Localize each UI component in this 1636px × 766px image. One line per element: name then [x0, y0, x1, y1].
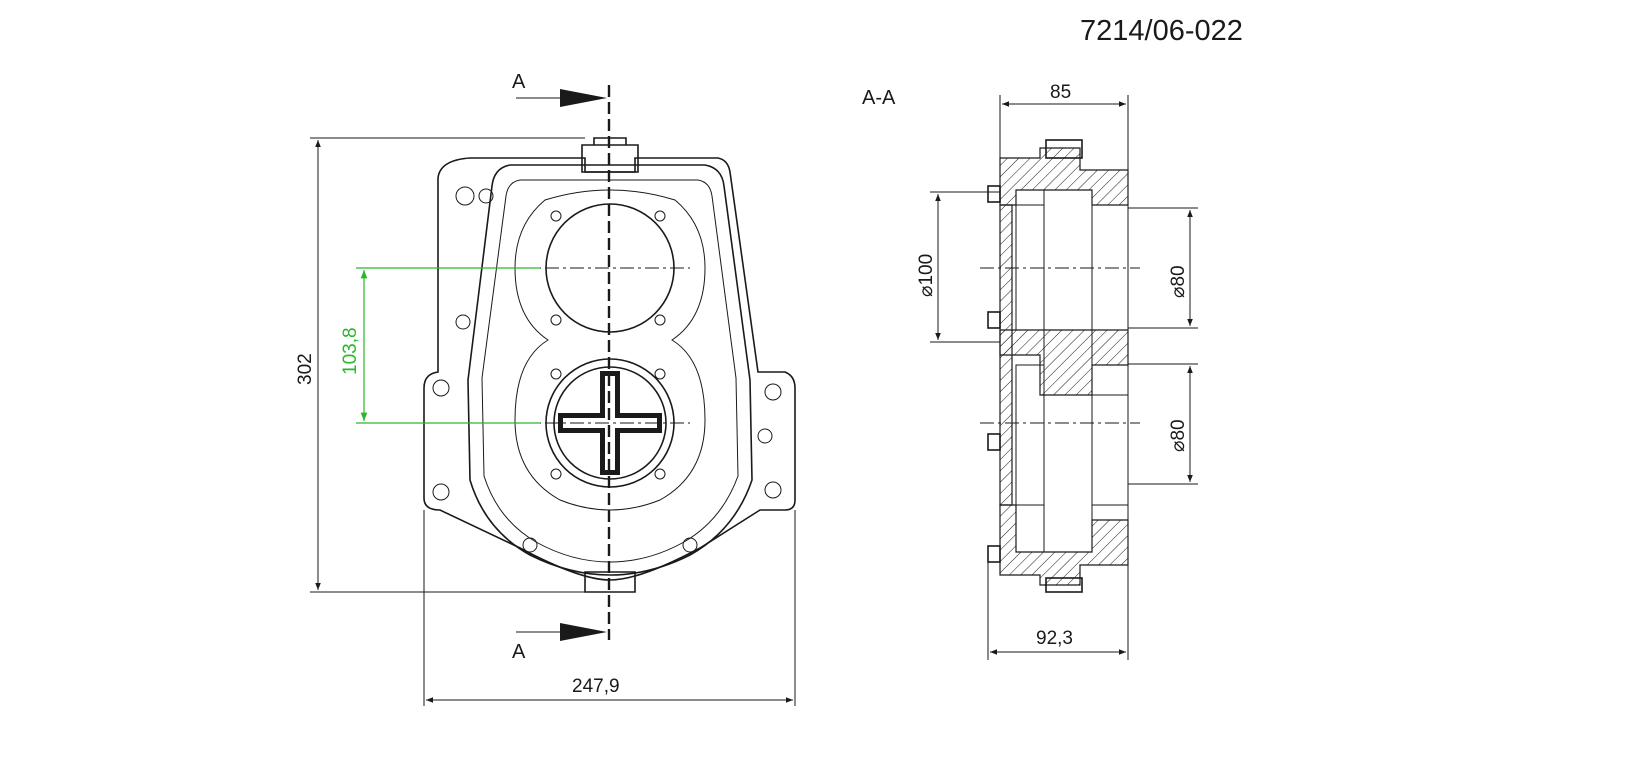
overall-width-value: 247,9 — [572, 676, 620, 697]
housing-center-web — [999, 329, 1129, 396]
section-arrow-bottom: A — [512, 623, 607, 663]
section-view-title: A-A — [862, 87, 896, 109]
diameter-right-lower-value: ⌀80 — [1168, 419, 1189, 452]
front-view — [423, 85, 796, 640]
flange-holes — [432, 186, 782, 553]
dim-diameter-left: ⌀100 — [916, 191, 1000, 343]
top-plug — [581, 137, 639, 173]
housing-left-wall — [999, 204, 1013, 506]
housing-wall-bottom — [999, 504, 1129, 586]
section-bottom-plug — [1045, 577, 1083, 593]
part-number: 7214/06-022 — [1080, 15, 1243, 47]
shaft-distance-value: 103,8 — [340, 327, 361, 375]
mounting-flange — [423, 157, 796, 581]
gear-pocket — [514, 189, 706, 511]
dim-diameter-right-lower: ⌀80 — [1128, 363, 1198, 485]
dim-section-bottom-width: 92,3 — [987, 562, 1129, 660]
section-bottom-width-value: 92,3 — [1036, 628, 1073, 649]
section-top-plug — [1045, 139, 1083, 159]
diameter-right-upper-value: ⌀80 — [1168, 265, 1189, 298]
housing-wall-top — [999, 147, 1129, 206]
overall-height-value: 302 — [295, 353, 316, 385]
section-label-bottom: A — [512, 641, 526, 663]
diameter-left-value: ⌀100 — [916, 254, 937, 297]
dim-overall-width: 247,9 — [423, 510, 796, 706]
dim-shaft-distance: 103,8 — [340, 267, 540, 424]
section-arrow-top: A — [512, 71, 607, 107]
side-bolts — [987, 185, 1001, 563]
bolt-holes — [550, 210, 666, 480]
bottom-plug — [584, 571, 636, 593]
section-top-width-value: 85 — [1050, 82, 1071, 103]
cross-cover — [558, 371, 662, 475]
section-label-top: A — [512, 71, 526, 93]
gear-casing — [467, 164, 753, 576]
section-view — [980, 139, 1140, 593]
lower-shaft-bore — [1091, 394, 1129, 506]
dim-overall-height: 302 — [295, 137, 585, 593]
dim-section-top-width: 85 — [999, 82, 1129, 170]
dim-diameter-right-upper: ⌀80 — [1128, 207, 1198, 329]
